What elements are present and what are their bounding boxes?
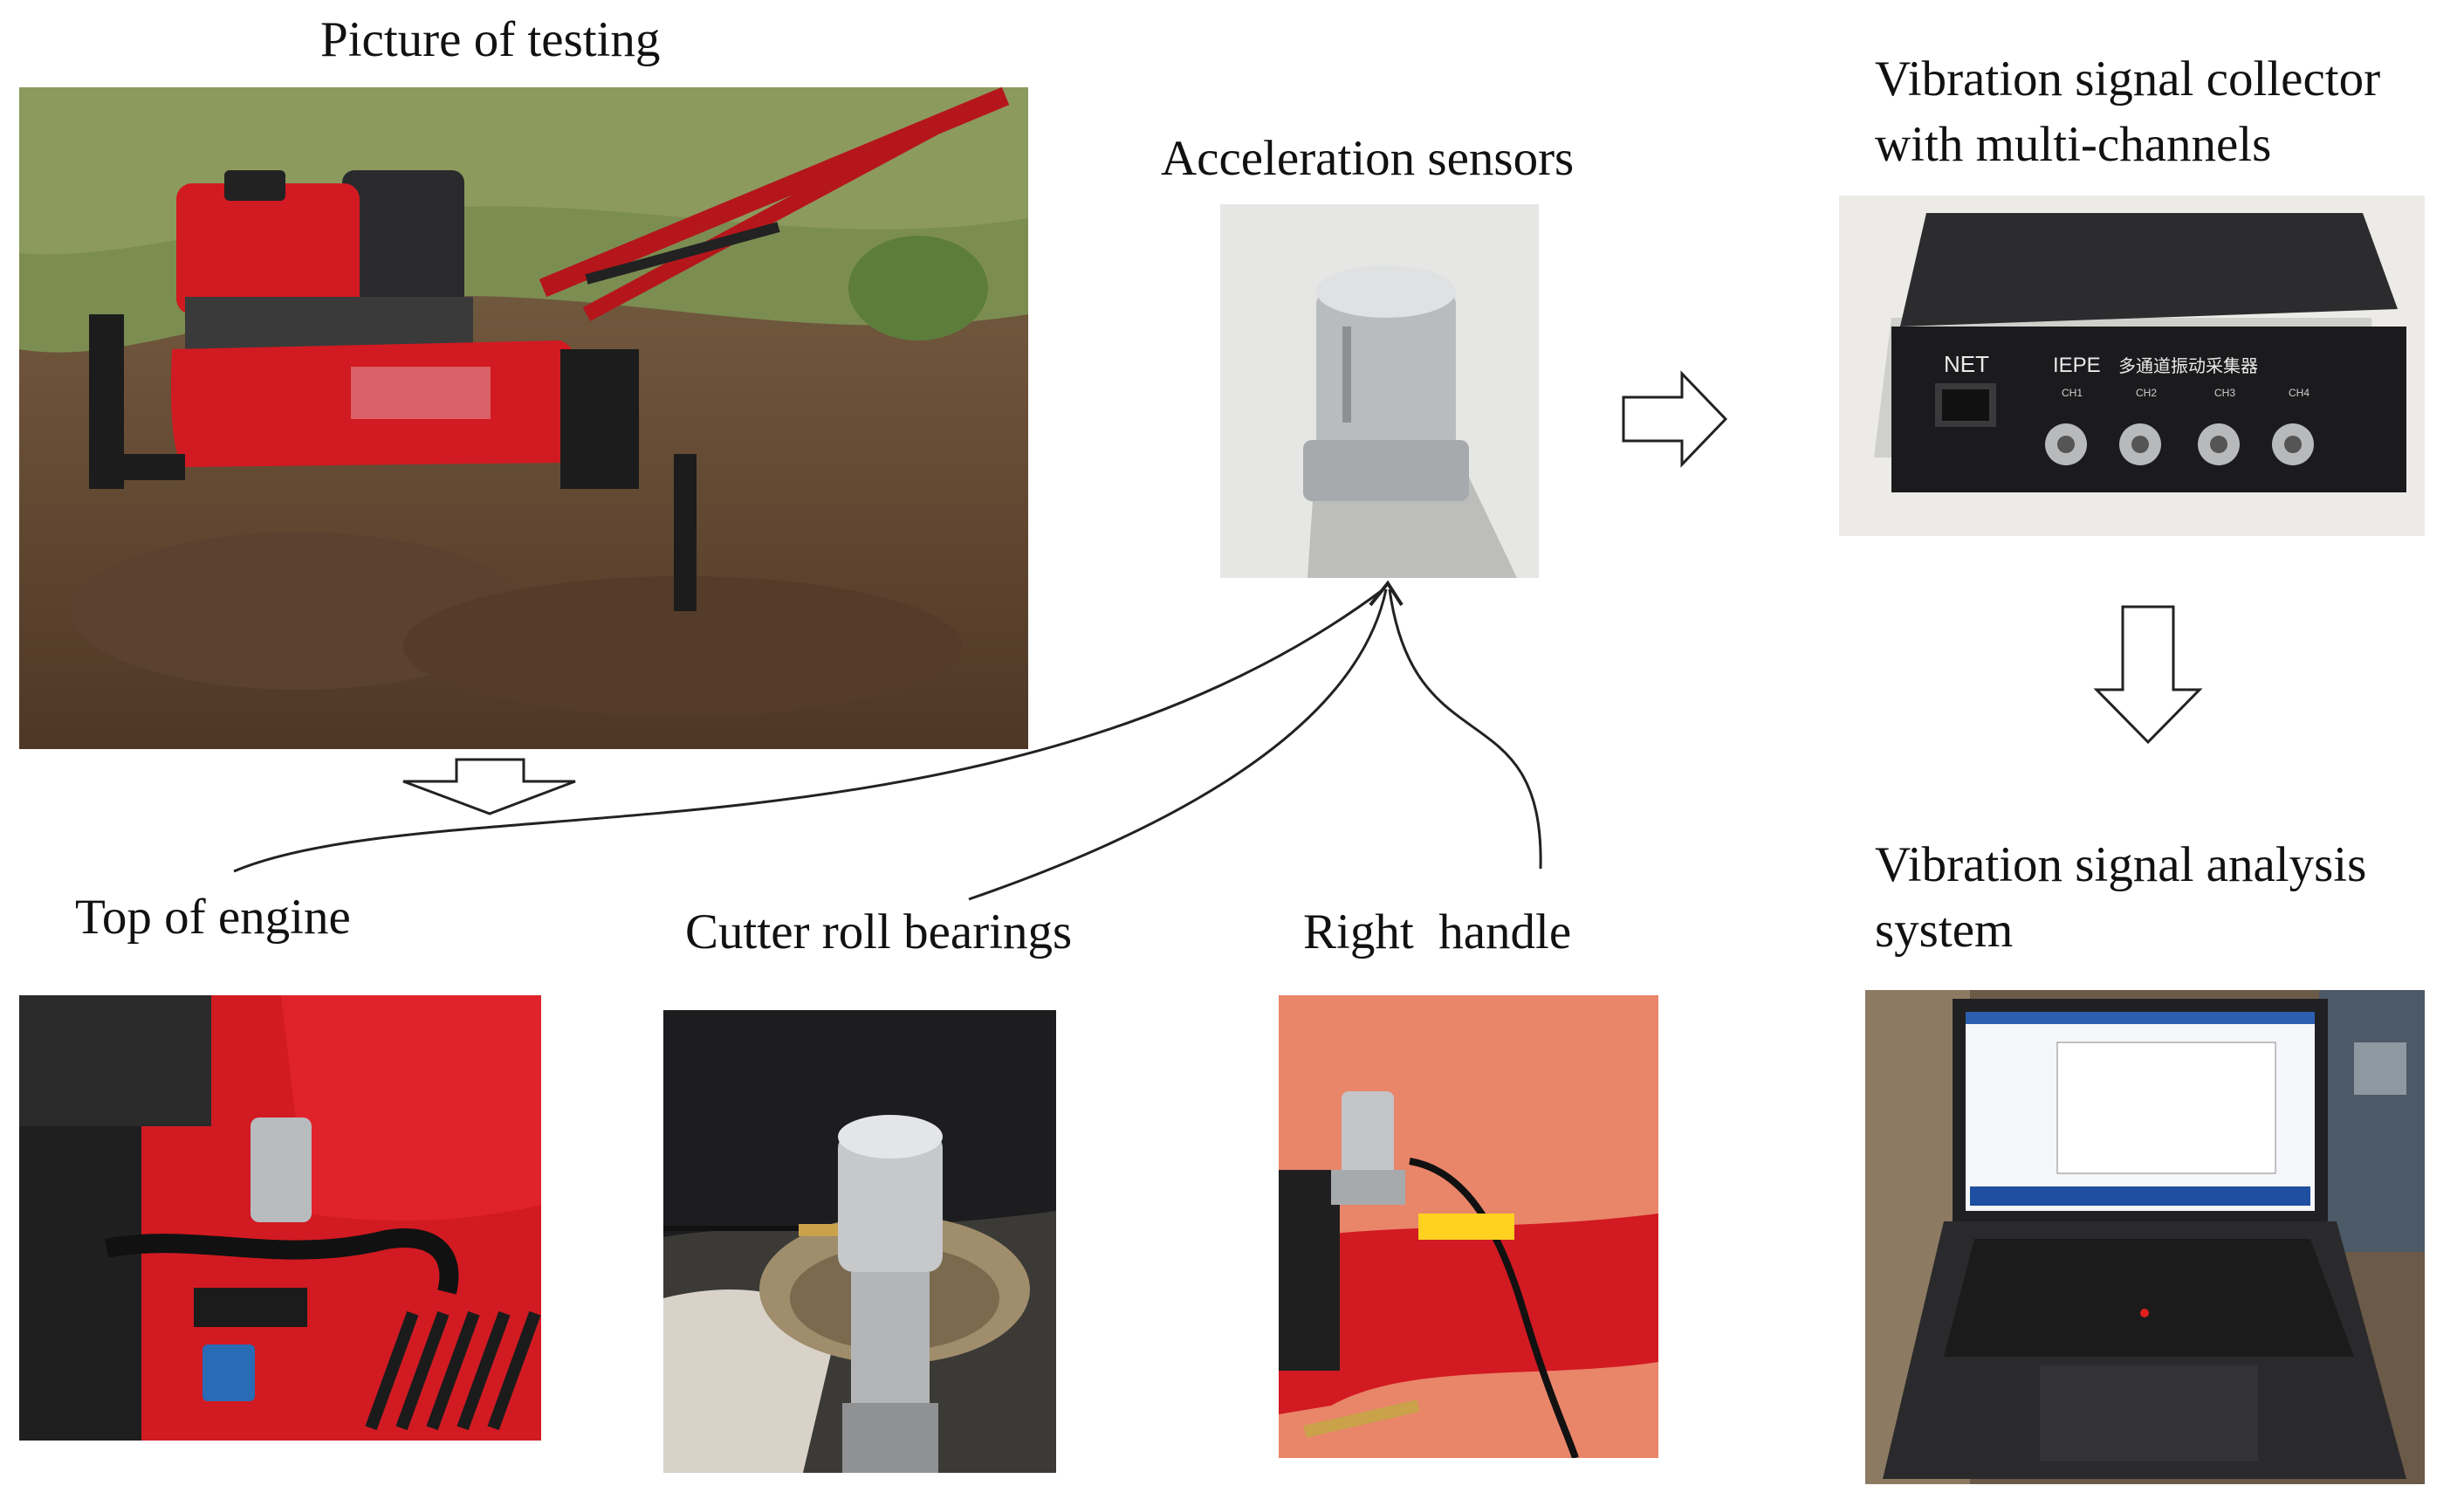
signal-collector-photo: NET IEPE 多通道振动采集器 CH1 CH2 CH3 CH4 <box>1839 196 2425 536</box>
collector-label-line1: Vibration signal collector <box>1875 52 2381 107</box>
cutter-roll-bearings-photo <box>663 1010 1056 1473</box>
curve-right-handle <box>1388 588 1542 870</box>
device-net-text: NET <box>1944 351 1989 377</box>
sensor-arrowhead <box>1369 580 1404 607</box>
down-arrow-field <box>402 758 576 815</box>
acceleration-sensor-photo <box>1220 204 1539 578</box>
device-iepe-text: IEPE <box>2053 354 2101 377</box>
curve-cutter-roll <box>968 588 1388 901</box>
device-ch4-label: CH4 <box>2289 387 2310 399</box>
analysis-label-line1: Vibration signal analysis <box>1875 837 2367 892</box>
tiller-field-photo <box>19 87 1028 749</box>
picture-of-testing-label: Picture of testing <box>320 12 661 67</box>
collector-label-line2: with multi-channels <box>1875 117 2272 172</box>
device-chinese-title: 多通道振动采集器 <box>2118 355 2258 376</box>
device-ch1-label: CH1 <box>2062 387 2083 399</box>
right-handle-label: Right handle <box>1303 904 1572 959</box>
right-handle-photo <box>1279 995 1658 1458</box>
acceleration-sensors-label: Acceleration sensors <box>1161 131 1575 186</box>
analysis-laptop-photo <box>1865 990 2425 1484</box>
device-ch3-label: CH3 <box>2214 387 2235 399</box>
down-arrow-analysis <box>2093 605 2203 745</box>
cutter-roll-bearings-label: Cutter roll bearings <box>685 904 1073 959</box>
top-of-engine-label: Top of engine <box>75 890 351 945</box>
device-ch2-label: CH2 <box>2136 387 2157 399</box>
right-arrow-collector <box>1622 370 1728 468</box>
analysis-label-line2: system <box>1875 903 2014 958</box>
top-of-engine-photo <box>19 995 541 1441</box>
